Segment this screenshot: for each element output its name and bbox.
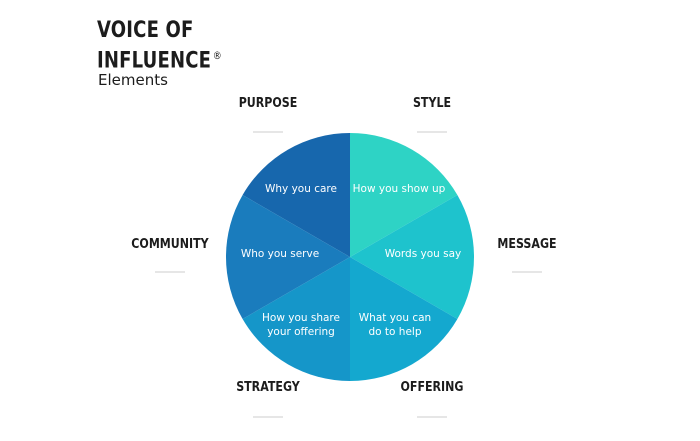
segment-label-line: How you show up xyxy=(353,183,446,195)
divider-message xyxy=(512,271,542,273)
segment-label-line: Words you say xyxy=(385,248,462,260)
segment-label-message: Words you say xyxy=(385,248,462,260)
segment-label-offering: What you can do to help xyxy=(359,312,431,338)
diagram-title: VOICE OF INFLUENCE® xyxy=(97,18,222,73)
label-strategy: STRATEGY xyxy=(236,380,300,395)
segment-community xyxy=(225,195,350,319)
diagram-subtitle: Elements xyxy=(98,71,168,89)
segment-label-strategy: How you share your offering xyxy=(262,312,340,338)
label-message: MESSAGE xyxy=(497,237,557,252)
segment-message xyxy=(350,195,475,319)
label-community: COMMUNITY xyxy=(131,237,209,252)
title-line-1: VOICE OF xyxy=(97,18,194,43)
segment-offering xyxy=(350,257,458,381)
segment-label-line: do to help xyxy=(368,326,421,338)
title-line-2-text: INFLUENCE xyxy=(97,48,212,74)
divider-community xyxy=(155,271,185,273)
divider-purpose xyxy=(253,131,283,133)
label-purpose: PURPOSE xyxy=(238,96,298,111)
label-offering: OFFERING xyxy=(400,380,464,395)
segment-label-line: your offering xyxy=(267,326,335,338)
segment-label-purpose: Why you care xyxy=(265,183,337,195)
divider-style xyxy=(417,131,447,133)
title-line-2: INFLUENCE® xyxy=(97,43,222,73)
label-style: STYLE xyxy=(412,96,452,111)
segment-label-style: How you show up xyxy=(353,183,446,195)
segment-purpose xyxy=(242,133,350,257)
segment-label-line: Who you serve xyxy=(241,248,319,260)
divider-strategy xyxy=(253,416,283,418)
segment-label-community: Who you serve xyxy=(241,248,319,260)
segment-label-line: Why you care xyxy=(265,183,337,195)
segment-label-line: How you share xyxy=(262,312,340,324)
divider-offering xyxy=(417,416,447,418)
segment-strategy xyxy=(242,257,350,381)
registered-mark: ® xyxy=(212,49,222,62)
segment-style xyxy=(350,133,458,257)
segment-label-line: What you can xyxy=(359,312,431,324)
